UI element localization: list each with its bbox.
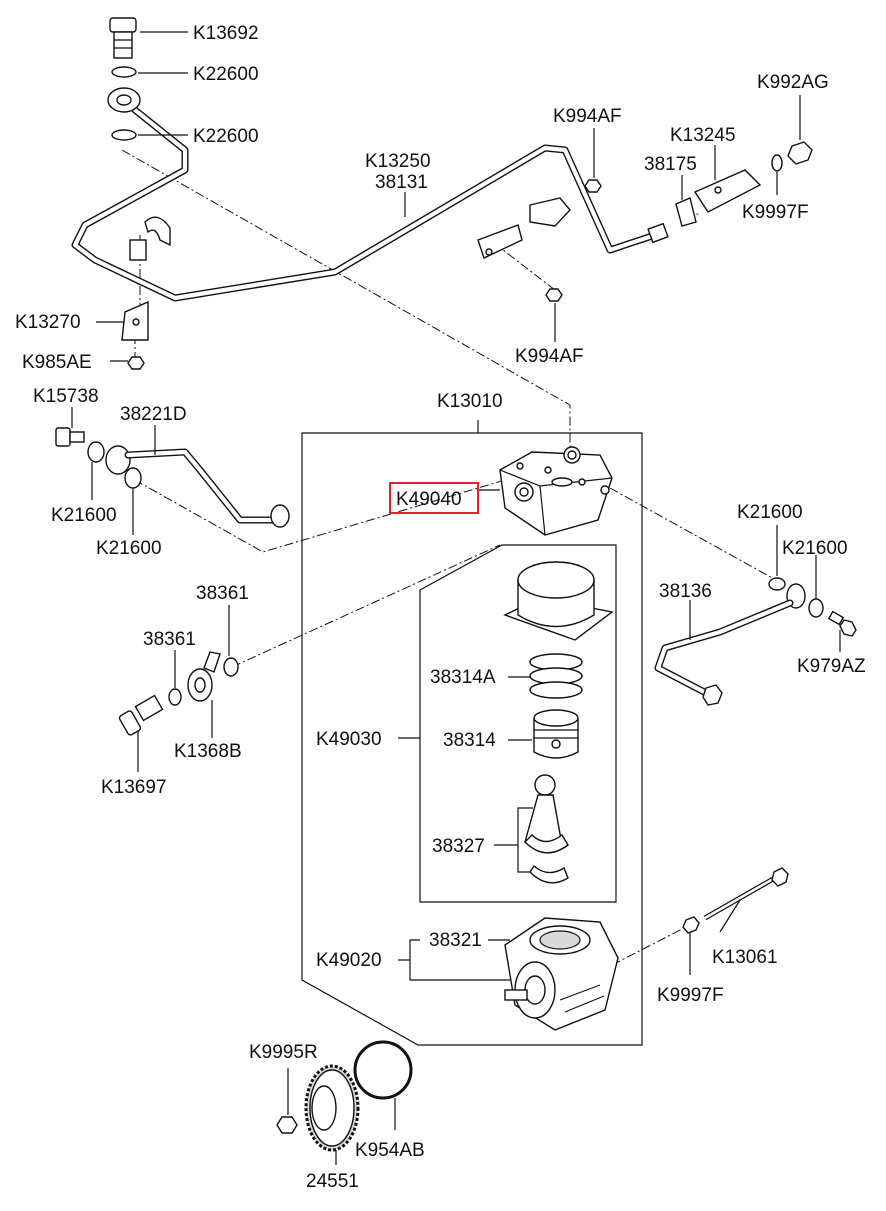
label-k13270: K13270: [15, 312, 81, 333]
washer-k21600-left-1: [87, 441, 105, 463]
label-k9997f-bottom: K9997F: [657, 985, 724, 1006]
connecting-rod-38327: [524, 774, 569, 884]
label-38361-a: 38361: [196, 583, 249, 604]
fitting-k1368b: [187, 651, 221, 702]
label-38361-b: 38361: [143, 629, 196, 650]
nut-k994af-top: [584, 179, 602, 193]
bracket-k13245: [693, 169, 762, 213]
label-k994af-bottom: K994AF: [515, 346, 584, 367]
label-38314a: 38314A: [430, 667, 496, 688]
nut-k985ae: [127, 356, 145, 370]
label-k21600-right-1: K21600: [737, 502, 803, 523]
bolt-k15738: [55, 427, 85, 447]
label-k21600-left-2: K21600: [96, 538, 162, 559]
washer-k22600-top: [111, 66, 137, 78]
crankcase-38321: [504, 917, 619, 1031]
label-k13692: K13692: [193, 23, 259, 44]
banjo-bolt-k13692: [109, 17, 137, 59]
label-k985ae: K985AE: [22, 352, 92, 373]
nut-k9995r: [276, 1116, 298, 1134]
label-k21600-left-1: K21600: [51, 505, 117, 526]
label-k1368b: K1368B: [174, 741, 242, 762]
cylinder-head-k49040: [499, 446, 613, 536]
label-k992ag: K992AG: [757, 72, 829, 93]
label-k22600-mid: K22600: [193, 126, 259, 147]
label-24551: 24551: [306, 1171, 359, 1192]
label-38221d: 38221D: [120, 404, 187, 425]
spacer-38175: [675, 197, 697, 227]
oring-k954ab: [353, 1040, 413, 1100]
washer-k21600-left-2: [124, 467, 142, 489]
clamp-k13270: [121, 216, 171, 341]
label-k22600-top: K22600: [193, 64, 259, 85]
label-38131: 38131: [375, 172, 428, 193]
label-k13250: K13250: [365, 151, 431, 172]
assembly-frame-k49030: [419, 544, 617, 903]
label-k979az: K979AZ: [797, 656, 866, 677]
label-38175: 38175: [644, 154, 697, 175]
label-38136: 38136: [659, 581, 712, 602]
oring-38361-a: [223, 657, 239, 677]
piston-38314: [533, 709, 579, 759]
label-k49020: K49020: [316, 950, 382, 971]
oring-38361-b: [168, 688, 182, 706]
label-k13245: K13245: [670, 125, 736, 146]
stud-k13061: [703, 867, 789, 921]
pipe-38136: [654, 583, 806, 706]
leader-lines: [71, 31, 841, 1165]
alignment-line-c: [609, 487, 777, 581]
nut-k992ag: [787, 141, 813, 165]
gear-24551: [304, 1064, 360, 1152]
label-k954ab: K954AB: [355, 1140, 425, 1161]
washer-k21600-right-2: [808, 598, 824, 618]
label-k9995r: K9995R: [249, 1042, 318, 1063]
label-k49030: K49030: [316, 729, 382, 750]
banjo-bolt-k13697: [118, 694, 164, 736]
cylinder-38314-liner: [503, 561, 614, 641]
bolt-k979az: [827, 610, 857, 637]
assembly-frame-k13010: [301, 432, 643, 1046]
label-k13697: K13697: [101, 777, 167, 798]
label-k9997f-top: K9997F: [742, 202, 809, 223]
washer-k22600-mid: [111, 129, 137, 141]
alignment-line-a: [121, 149, 571, 452]
washer-k9997f-bottom: [682, 916, 700, 934]
label-38321: 38321: [429, 930, 482, 951]
alignment-line-e: [493, 242, 556, 291]
alignment-line-d: [231, 544, 501, 668]
alignment-line-g: [611, 924, 691, 966]
label-38327: 38327: [432, 836, 485, 857]
label-k994af-top: K994AF: [553, 106, 622, 127]
piston-rings-38314a: [529, 653, 583, 699]
banjo-eye-top: [107, 87, 141, 113]
label-38314: 38314: [443, 730, 496, 751]
washer-k9997f-top: [771, 154, 783, 172]
bracket-k994af: [477, 197, 571, 259]
alignment-line-b: [125, 474, 506, 553]
label-k13010: K13010: [437, 391, 503, 412]
highlight-box-k49040: [389, 482, 479, 514]
label-k21600-right-2: K21600: [782, 538, 848, 559]
nut-k994af-bottom: [545, 288, 563, 302]
pipe-k13250: [71, 106, 669, 302]
pipe-38221d: [105, 445, 290, 528]
label-k49040: K49040: [396, 489, 462, 510]
label-k13061: K13061: [712, 947, 778, 968]
label-k15738: K15738: [33, 386, 99, 407]
washer-k21600-right-1: [768, 577, 786, 591]
